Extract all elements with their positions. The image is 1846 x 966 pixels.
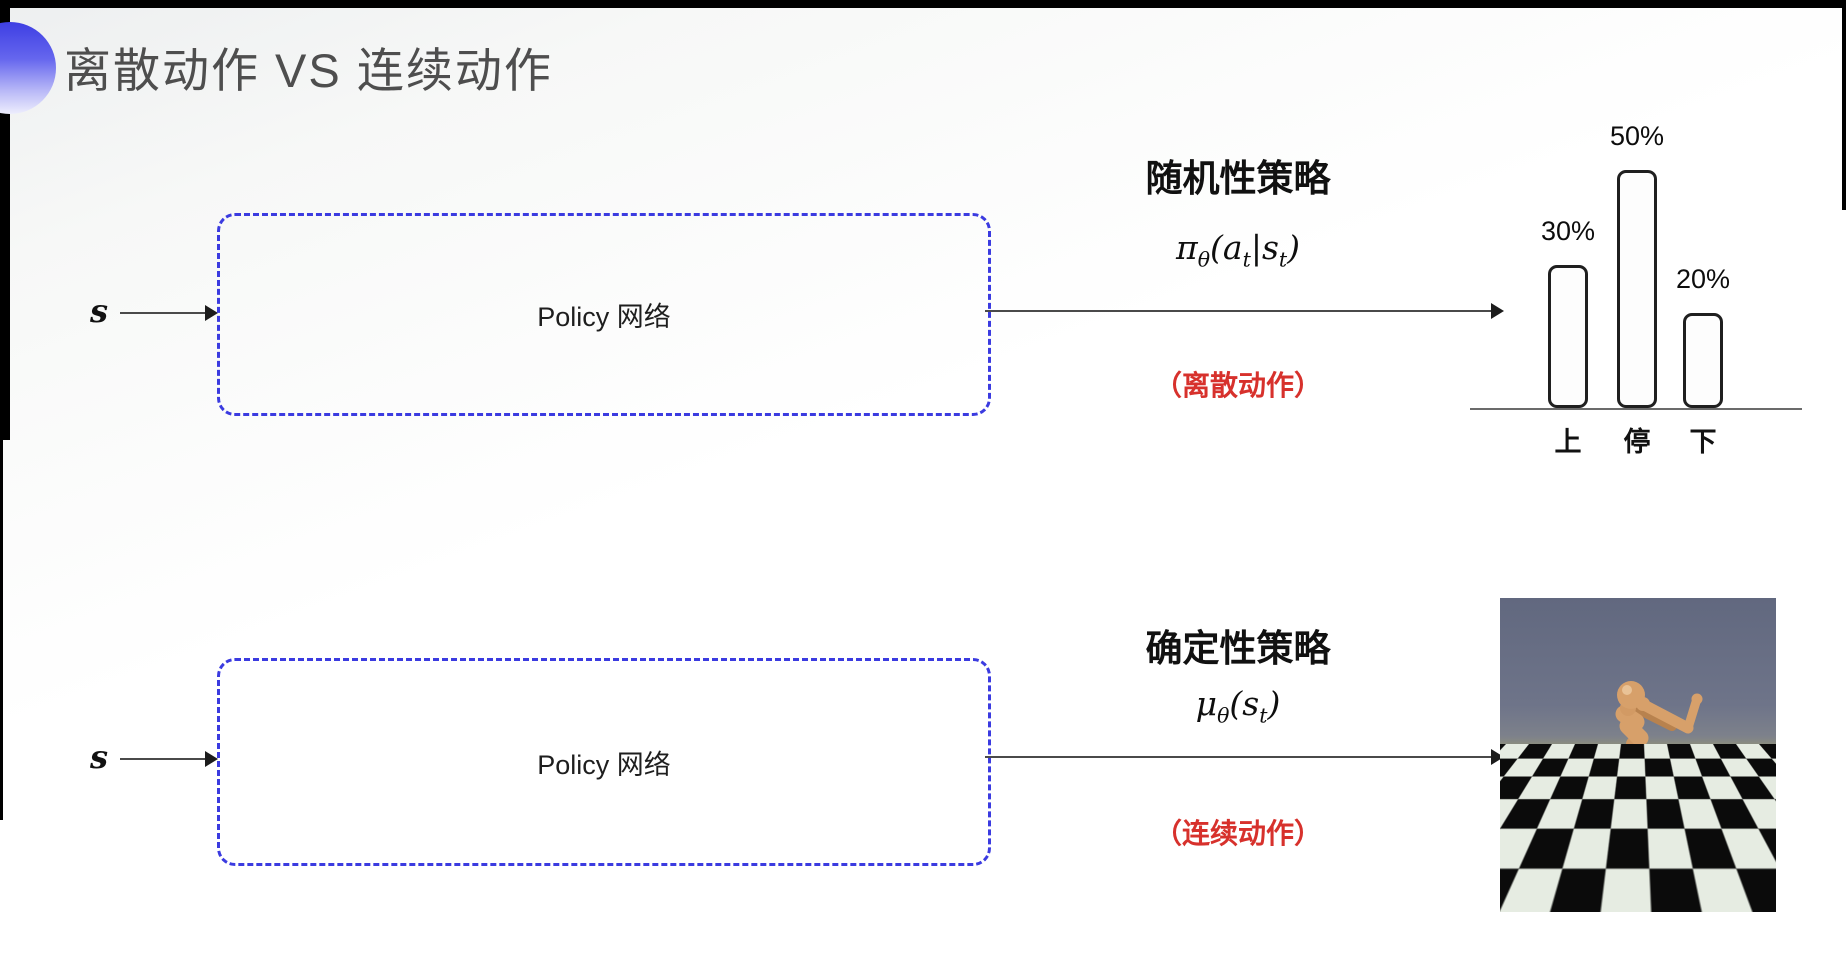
output-arrow-top xyxy=(985,310,1491,312)
bar-down xyxy=(1683,313,1723,408)
category-label-stop: 停 xyxy=(1623,427,1651,457)
letterbox-left xyxy=(0,0,10,440)
action-type-note-top: （离散动作） xyxy=(1153,370,1322,401)
formula-open-paren: ( xyxy=(1229,684,1243,723)
formula-state-sub: t xyxy=(1259,703,1268,728)
output-arrowhead-top-icon xyxy=(1491,303,1504,319)
input-arrowhead-top-icon xyxy=(205,305,218,321)
formula-open-paren: ( xyxy=(1210,228,1223,267)
bar-value-label: 50% xyxy=(1609,121,1665,151)
formula-close-paren: ) xyxy=(1267,684,1281,723)
policy-network-label-bottom: Policy 网络 xyxy=(537,749,671,780)
input-arrow-bottom xyxy=(120,758,206,760)
bar-value-label: 30% xyxy=(1540,216,1596,246)
category-label-up: 上 xyxy=(1554,427,1582,457)
state-input-label-bottom: s xyxy=(90,738,109,776)
letterbox-top xyxy=(0,0,1846,8)
formula-theta-sub: θ xyxy=(1217,703,1230,728)
letterbox-right xyxy=(1842,0,1846,210)
page-title: 离散动作 VS 连续动作 xyxy=(64,44,553,97)
category-label-down: 下 xyxy=(1689,427,1717,457)
formula-pi: π xyxy=(1176,228,1198,267)
policy-type-label-top: 随机性策略 xyxy=(1145,158,1331,199)
formula-action-var: a xyxy=(1222,228,1243,267)
chart-baseline xyxy=(1470,408,1802,410)
formula-state-sub: t xyxy=(1278,247,1288,272)
bar-group-down: 20% xyxy=(1675,264,1731,408)
bar-up xyxy=(1548,265,1588,408)
action-type-note-bottom: （连续动作） xyxy=(1153,818,1322,849)
input-arrow-top xyxy=(120,312,206,314)
input-arrowhead-bottom-icon xyxy=(205,751,218,767)
bar-stop xyxy=(1617,170,1657,408)
formula-state-var: s xyxy=(1261,228,1279,267)
stochastic-policy-formula: πθ(at|st) xyxy=(1085,228,1391,272)
mujoco-humanoid-image xyxy=(1500,598,1776,912)
bar-group-stop: 50% xyxy=(1609,121,1665,408)
title-accent-icon xyxy=(0,22,56,114)
policy-network-box-top: Policy 网络 xyxy=(217,213,991,416)
policy-type-label-bottom: 确定性策略 xyxy=(1145,628,1331,669)
humanoid-figure xyxy=(1588,681,1730,907)
bar-group-up: 30% xyxy=(1540,216,1596,408)
formula-theta-sub: θ xyxy=(1197,247,1211,272)
formula-state-var: s xyxy=(1242,684,1260,723)
formula-action-sub: t xyxy=(1242,247,1251,272)
formula-conditional-bar: | xyxy=(1250,228,1262,267)
output-arrow-bottom xyxy=(985,756,1491,758)
formula-close-paren: ) xyxy=(1287,228,1300,267)
formula-mu: μ xyxy=(1195,684,1218,723)
deterministic-policy-formula: μθ(st) xyxy=(1085,684,1391,728)
policy-network-box-bottom: Policy 网络 xyxy=(217,658,991,866)
action-probability-chart: 30% 50% 20% 上 停 下 xyxy=(1470,95,1810,467)
policy-network-label-top: Policy 网络 xyxy=(537,302,671,332)
state-input-label-top: s xyxy=(90,292,109,330)
bar-value-label: 20% xyxy=(1675,264,1731,294)
